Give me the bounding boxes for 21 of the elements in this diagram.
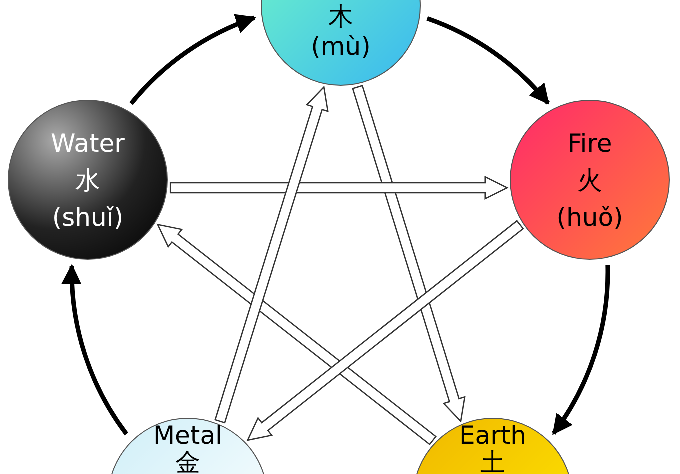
node-label: Earth xyxy=(459,422,527,449)
arrow xyxy=(246,220,524,442)
node-label: 火 xyxy=(578,165,602,197)
node-label: (mù) xyxy=(311,32,371,62)
arrow xyxy=(552,265,610,436)
node-label: 木 xyxy=(328,2,354,32)
arrow xyxy=(426,16,550,105)
node-label: 水 xyxy=(76,165,100,197)
node-label: Water xyxy=(51,128,125,160)
node-label: Metal xyxy=(153,422,223,449)
arrow xyxy=(130,15,256,106)
arrow xyxy=(170,176,509,200)
node-label: (huǒ) xyxy=(556,202,624,234)
node-label: Fire xyxy=(568,128,612,160)
node-label: 金 xyxy=(176,449,200,474)
arrow xyxy=(214,86,329,424)
node-label: (shuǐ) xyxy=(52,202,124,234)
node-label: 土 xyxy=(480,449,506,474)
arrow xyxy=(62,264,129,436)
arrow xyxy=(156,224,437,446)
arrow xyxy=(352,85,466,423)
